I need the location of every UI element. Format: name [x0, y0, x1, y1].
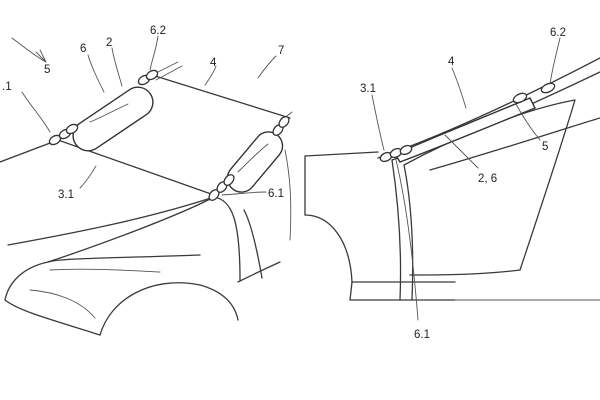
leader-2 — [111, 47, 123, 87]
bonnet-rear-edge — [47, 196, 215, 263]
arrow-5 — [35, 49, 47, 63]
left-panel-figure — [0, 35, 293, 336]
leader-62 — [149, 35, 159, 71]
label-r-4: 4 — [448, 56, 455, 68]
windscreen-edge — [284, 149, 292, 241]
label-r-6-2: 6.2 — [550, 27, 566, 39]
right-panel-figure — [304, 37, 600, 321]
label-4: 4 — [210, 57, 217, 69]
leader-61 — [221, 191, 267, 196]
b-pillar-front — [391, 159, 402, 301]
sill-bottom — [349, 281, 456, 301]
b-pillar-rear — [403, 164, 414, 301]
roof-airbag — [379, 82, 556, 163]
leader-r31 — [371, 94, 385, 151]
leader-1 — [21, 91, 51, 133]
upper-airbag — [48, 69, 159, 152]
leader-4 — [204, 65, 217, 86]
bonnet-top-edge — [7, 196, 215, 246]
label-1: .1 — [2, 81, 12, 93]
a-pillar-front — [213, 196, 241, 281]
label-2: 2 — [106, 37, 112, 49]
wheel-arch — [99, 282, 239, 336]
label-6-1: 6.1 — [268, 188, 284, 200]
leader-r5 — [515, 103, 541, 141]
leader-5 — [11, 37, 47, 63]
front-fender — [4, 261, 101, 336]
label-5: 5 — [44, 64, 50, 76]
leader-6 — [87, 54, 105, 93]
leader-r61 — [395, 159, 419, 321]
a-pillar-rear — [243, 209, 263, 279]
pillar-airbag — [208, 116, 290, 201]
leader-r26 — [444, 134, 479, 169]
fender-crease — [29, 289, 96, 319]
label-3-1: 3.1 — [58, 189, 74, 201]
leader-r62 — [549, 37, 561, 85]
left-body-edge — [0, 139, 59, 163]
label-r-6-1: 6.1 — [414, 329, 430, 341]
label-r-3-1: 3.1 — [360, 83, 376, 95]
upper-cable-tail-2 — [155, 65, 183, 81]
label-6-2: 6.2 — [150, 25, 166, 37]
beltline — [304, 151, 379, 157]
fender-arch — [304, 214, 353, 283]
headlamp-line — [49, 268, 161, 273]
label-r-5: 5 — [542, 141, 548, 153]
door-edge — [237, 261, 281, 283]
bonnet-lower-line — [47, 254, 201, 263]
roof-cable-line — [151, 74, 291, 119]
label-7: 7 — [278, 45, 284, 57]
leader-31 — [79, 165, 97, 189]
label-r-2-6: 2, 6 — [478, 173, 497, 185]
leader-r4 — [451, 67, 467, 109]
leader-7 — [257, 55, 277, 79]
roof-rail-outer — [377, 57, 600, 159]
rear-door-edge — [429, 117, 600, 171]
label-6: 6 — [80, 43, 86, 55]
